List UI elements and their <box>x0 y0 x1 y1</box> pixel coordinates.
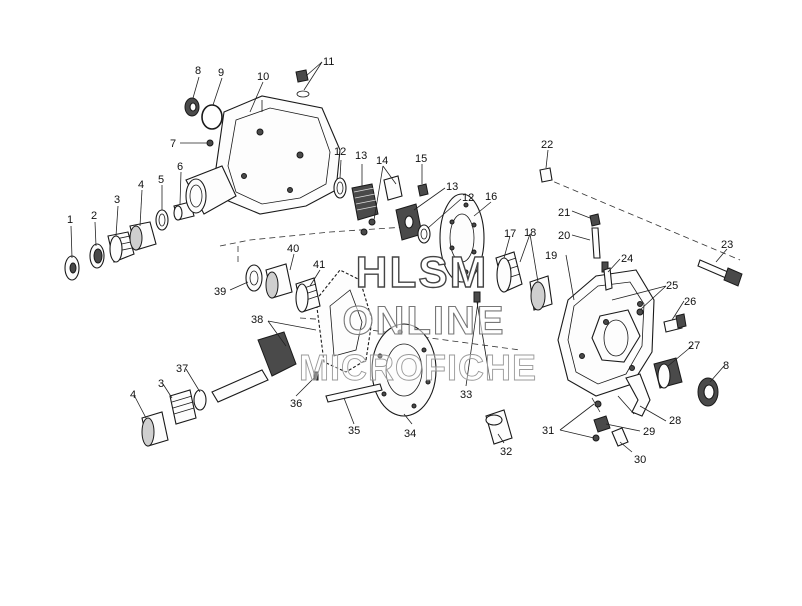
callout-29: 29 <box>643 426 655 438</box>
callout-40: 40 <box>287 243 299 255</box>
part-29-clip <box>593 415 611 433</box>
part-14-pinion-gears <box>360 175 403 236</box>
callout-34: 34 <box>404 428 416 440</box>
part-36-pin <box>313 371 319 381</box>
callout-labels: 1 2 3 4 5 6 7 8 9 10 11 12 13 14 15 13 1… <box>67 56 733 466</box>
leader-lines <box>70 61 728 453</box>
callout-31: 31 <box>542 425 554 437</box>
callout-38: 38 <box>251 314 263 326</box>
part-13-gear-upper <box>351 183 379 221</box>
callout-20: 20 <box>558 230 570 242</box>
callout-17: 17 <box>504 228 516 240</box>
part-24-pin <box>603 267 613 291</box>
callout-23: 23 <box>721 239 733 251</box>
callout-19: 19 <box>545 250 557 262</box>
part-5-ring <box>155 209 169 231</box>
part-7-screw <box>206 139 214 147</box>
callout-32: 32 <box>500 446 512 458</box>
part-11-breather <box>295 69 310 98</box>
callout-33: 33 <box>460 389 472 401</box>
callout-12-lower: 12 <box>462 192 474 204</box>
callout-18: 18 <box>524 227 536 239</box>
part-27-bearing <box>653 357 683 389</box>
watermark-line-3: MICROFICHE <box>299 347 537 388</box>
part-22-cap <box>539 167 553 183</box>
callout-3-lower: 3 <box>158 378 164 390</box>
part-23-bolt <box>697 259 743 287</box>
callout-13-upper: 13 <box>355 150 367 162</box>
part-18-race-right <box>529 275 553 311</box>
part-38-ring-gear-and-pinion <box>211 269 373 403</box>
watermark-line-2: ONLINE <box>342 299 505 343</box>
callout-39: 39 <box>214 286 226 298</box>
part-32-sleeve <box>485 409 513 445</box>
callout-4: 4 <box>138 179 144 191</box>
assembly-guide-lines <box>219 177 741 413</box>
callout-9: 9 <box>218 67 224 79</box>
callout-30: 30 <box>634 454 646 466</box>
callout-24: 24 <box>621 253 633 265</box>
part-3-bearing-upper <box>107 231 135 263</box>
callout-13-lower: 13 <box>446 181 458 193</box>
part-39-washer <box>245 264 263 292</box>
callout-10: 10 <box>257 71 269 83</box>
callout-28: 28 <box>669 415 681 427</box>
callout-27: 27 <box>688 340 700 352</box>
part-8-seal-upper <box>184 97 200 117</box>
callout-16: 16 <box>485 191 497 203</box>
part-10-housing-cover <box>185 95 341 215</box>
part-37-shim <box>193 389 207 411</box>
part-12-shim-upper <box>333 177 347 199</box>
part-33-bolt <box>473 291 491 381</box>
part-35-shaft <box>325 383 383 403</box>
part-41-bearing <box>295 277 321 313</box>
watermark: HLSM ONLINE MICROFICHE <box>299 247 537 388</box>
callout-36: 36 <box>290 398 302 410</box>
callout-12-upper: 12 <box>334 146 346 158</box>
part-34-carrier <box>371 323 437 417</box>
part-20-shaft <box>591 227 609 273</box>
part-17-bearing-right <box>495 251 523 293</box>
callout-14: 14 <box>376 155 388 167</box>
callout-26: 26 <box>684 296 696 308</box>
part-4-race-upper <box>129 221 157 251</box>
part-9-o-ring <box>201 104 223 130</box>
callout-41: 41 <box>313 259 325 271</box>
callout-25: 25 <box>666 280 678 292</box>
callout-15: 15 <box>415 153 427 165</box>
callout-6: 6 <box>177 161 183 173</box>
callout-3: 3 <box>114 194 120 206</box>
part-4-race-lower <box>141 411 169 447</box>
part-8-seal-lower <box>697 377 719 407</box>
callout-2: 2 <box>91 210 97 222</box>
callout-7: 7 <box>170 138 176 150</box>
part-28-lever <box>617 373 651 417</box>
part-21-plug <box>589 213 601 227</box>
part-25-bolt <box>636 308 644 316</box>
callout-5: 5 <box>158 174 164 186</box>
part-12-shim-lower <box>417 224 431 244</box>
callout-8-lower: 8 <box>723 360 729 372</box>
callout-4-lower: 4 <box>130 389 136 401</box>
callout-21: 21 <box>558 207 570 219</box>
callout-37: 37 <box>176 363 188 375</box>
part-19-housing <box>557 269 655 397</box>
part-1-seal <box>64 255 80 281</box>
part-13-gear-lower <box>395 203 423 241</box>
callout-35: 35 <box>348 425 360 437</box>
callout-11: 11 <box>323 56 334 68</box>
callout-22: 22 <box>541 139 553 151</box>
watermark-line-1: HLSM <box>356 248 489 297</box>
part-3-bearing-lower <box>169 389 197 425</box>
part-30-bolt <box>611 427 629 447</box>
callout-8: 8 <box>195 65 201 77</box>
part-26-screw <box>663 313 687 333</box>
callout-1: 1 <box>67 214 73 226</box>
part-40-race <box>265 263 293 299</box>
part-2-washer <box>89 243 105 269</box>
part-15-pin <box>417 183 429 197</box>
part-16-flange <box>439 193 485 283</box>
